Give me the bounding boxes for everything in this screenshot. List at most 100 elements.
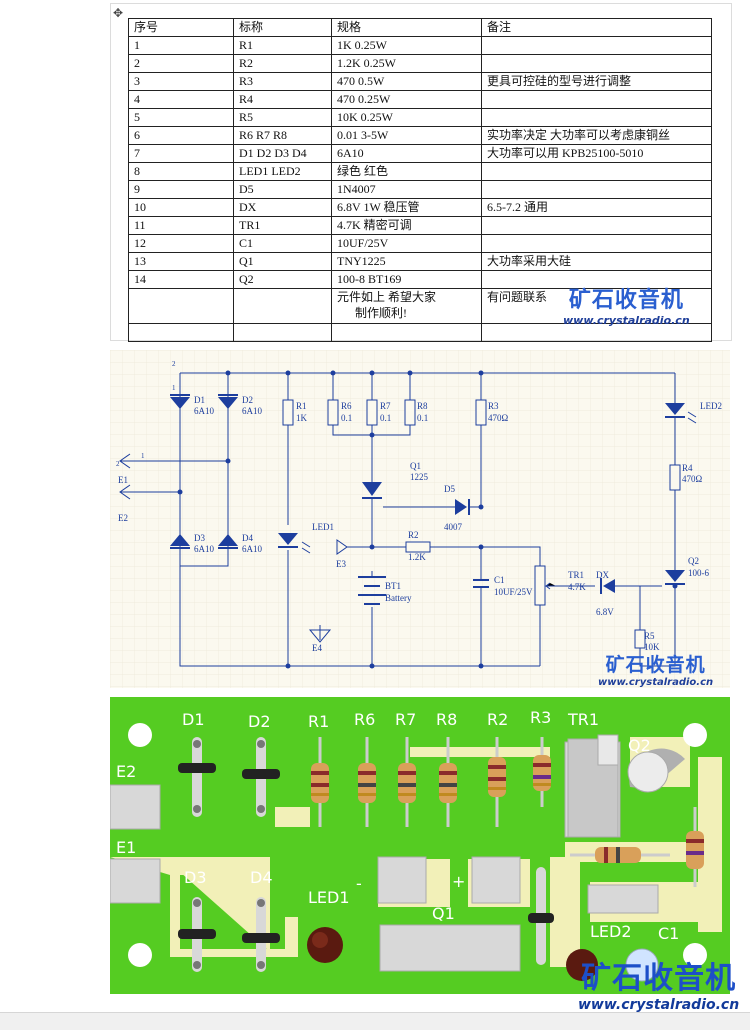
bom-contact-cell: 有问题联系 [481, 288, 712, 324]
bom-cell: Q2 [233, 270, 332, 289]
label-d1-value: 6A10 [194, 406, 214, 416]
label-e2: E2 [118, 513, 128, 523]
pcb-resistor-r4 [686, 807, 704, 887]
bom-closing-message: 元件如上 希望大家制作顺利! [331, 288, 482, 324]
label-c1: C1 [494, 575, 505, 585]
bom-cell: Q1 [233, 252, 332, 271]
bom-cell: 10UF/25V [331, 234, 482, 253]
diode-d2 [218, 394, 238, 409]
led-led1 [278, 533, 311, 554]
pcb-resistor-r5 [570, 847, 670, 863]
label-pin1-b: 1 [141, 452, 145, 460]
terminal-e1 [119, 453, 131, 469]
bom-cell: D5 [233, 180, 332, 199]
label-r6: R6 [341, 401, 352, 411]
bom-cell: R6 R7 R8 [233, 126, 332, 145]
potentiometer-tr1 [534, 565, 556, 606]
label-d2-value: 6A10 [242, 406, 262, 416]
label-d4: D4 [242, 533, 253, 543]
bom-cell: 470 0.5W [331, 72, 482, 91]
label-c1-value: 10UF/25V [494, 587, 533, 597]
pcb-label-c1: C1 [658, 924, 679, 943]
bom-cell: 4 [128, 90, 234, 109]
bom-cell [481, 108, 712, 127]
bom-cell: 更具可控硅的型号进行调整 [481, 72, 712, 91]
pcb-mounting-holes [128, 723, 707, 967]
terminal-e3 [336, 539, 348, 555]
pcb-diode-d3 [178, 897, 216, 972]
bom-cell: 10 [128, 198, 234, 217]
junction-dots [177, 370, 678, 669]
label-r2-value: 1.2K [408, 552, 426, 562]
bom-cell: 0.01 3-5W [331, 126, 482, 145]
label-pin2-b: 2 [116, 460, 120, 468]
label-r1-value: 1K [296, 413, 308, 423]
label-d5: D5 [444, 484, 455, 494]
pcb-label-led2: LED2 [590, 922, 632, 941]
pcb-diode-d1 [178, 737, 216, 817]
pcb-label-led1: LED1 [308, 888, 350, 907]
diode-d1 [170, 394, 190, 409]
thyristor-q1 [362, 482, 382, 499]
pcb-label-r3: R3 [530, 708, 551, 727]
bom-cell [481, 234, 712, 253]
label-q1: Q1 [410, 461, 421, 471]
bom-cell: 1 [128, 36, 234, 55]
pcb-diode-d4 [242, 897, 280, 972]
pcb-panel: D1 D2 R1 R6 R7 R8 R2 R3 TR1 Q2 E2 E1 D3 … [109, 697, 739, 1013]
bom-cell: C1 [233, 234, 332, 253]
label-d3-value: 6A10 [194, 544, 214, 554]
bom-cell: 6.5-7.2 通用 [481, 198, 712, 217]
page-bottom-strip [0, 1012, 750, 1030]
pcb-label-d1: D1 [182, 710, 205, 729]
watermark-url: www.crystalradio.cn [563, 314, 690, 327]
label-r3: R3 [488, 401, 499, 411]
bom-closing-row: 元件如上 希望大家制作顺利!有问题联系 [128, 288, 712, 324]
bom-cell: TR1 [233, 216, 332, 235]
label-e1: E1 [118, 475, 128, 485]
resistor-r7 [366, 399, 378, 426]
bom-cell: 实功率决定 大功率可以考虑康铜丝 [481, 126, 712, 145]
label-r8: R8 [417, 401, 428, 411]
label-r1: R1 [296, 401, 307, 411]
watermark: 矿石收音机 www.crystalradio.cn [598, 650, 713, 688]
watermark-url: www.crystalradio.cn [598, 677, 714, 688]
zener-dx [600, 578, 615, 594]
bom-cell: 3 [128, 72, 234, 91]
bom-cell: 大功率采用大硅 [481, 252, 712, 271]
bom-cell: R1 [233, 36, 332, 55]
pcb-label-e1: E1 [116, 838, 136, 857]
table-move-handle-icon[interactable]: ✥ [113, 6, 124, 20]
bom-cell: D1 D2 D3 D4 [233, 144, 332, 163]
pcb-label-r2: R2 [487, 710, 508, 729]
resistor-r8 [404, 399, 416, 426]
pcb-label-q2: Q2 [628, 736, 651, 755]
label-r2: R2 [408, 530, 419, 540]
resistor-r3 [475, 399, 487, 426]
pcb-capacitor-c1 [625, 948, 659, 982]
pcb-silkscreen-labels: D1 D2 R1 R6 R7 R8 R2 R3 TR1 Q2 E2 E1 D3 … [116, 708, 679, 943]
label-dx: DX [596, 570, 609, 580]
diode-d3 [170, 534, 190, 549]
label-pin1-a: 1 [172, 384, 176, 392]
bom-header-cell: 序号 [128, 18, 234, 37]
pcb-label-d3: D3 [184, 868, 207, 887]
pcb-resistor-r6 [358, 737, 376, 827]
bom-cell: 11 [128, 216, 234, 235]
bom-cell: 4.7K 精密可调 [331, 216, 482, 235]
label-r4: R4 [682, 463, 693, 473]
schematic-diagram: D1 6A10 D2 6A10 D3 6A10 D4 6A10 R1 1K R6… [110, 350, 730, 688]
bom-cell: 9 [128, 180, 234, 199]
bom-cell [481, 180, 712, 199]
resistor-r1 [282, 399, 294, 426]
bom-cell: 8 [128, 162, 234, 181]
bom-cell [481, 216, 712, 235]
label-q1-value: 1225 [410, 472, 429, 482]
pcb-trimmer-tr1 [567, 734, 619, 838]
label-bt1: BT1 [385, 581, 401, 591]
watermark-url: www.crystalradio.cn [578, 997, 740, 1013]
